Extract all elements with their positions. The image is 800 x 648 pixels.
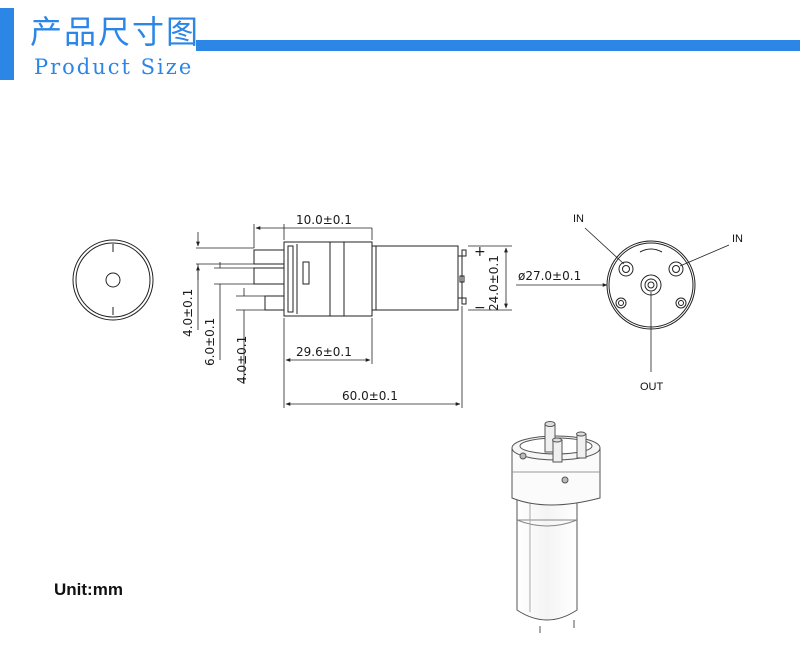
page-title-cn: 产品尺寸图 [30, 13, 201, 51]
header-accent-bar [0, 8, 14, 80]
polarity-positive: + [474, 244, 486, 260]
end-view-right [516, 227, 730, 372]
end-view-left [72, 239, 154, 321]
port-out-label: OUT [640, 381, 664, 393]
dim-total-length: 60.0±0.1 [342, 389, 398, 403]
product-render [511, 421, 601, 633]
header-rule [196, 40, 800, 51]
port-in-right-label: IN [732, 233, 743, 245]
polarity-negative: − [474, 300, 486, 316]
dim-top-length: 10.0±0.1 [296, 213, 352, 227]
port-in-left-label: IN [573, 213, 584, 225]
dim-port-gap-3: 4.0±0.1 [235, 336, 249, 384]
dim-mid-length: 29.6±0.1 [296, 345, 352, 359]
dim-port-gap-1: 4.0±0.1 [181, 289, 195, 337]
dim-height: 24.0±0.1 [487, 255, 501, 311]
side-view [253, 241, 467, 317]
dim-diameter: ø27.0±0.1 [518, 269, 581, 283]
unit-label: Unit:mm [54, 580, 123, 599]
page-title-en: Product Size [34, 55, 194, 79]
dimension-lines [196, 224, 512, 408]
dim-port-gap-2: 6.0±0.1 [203, 318, 217, 366]
